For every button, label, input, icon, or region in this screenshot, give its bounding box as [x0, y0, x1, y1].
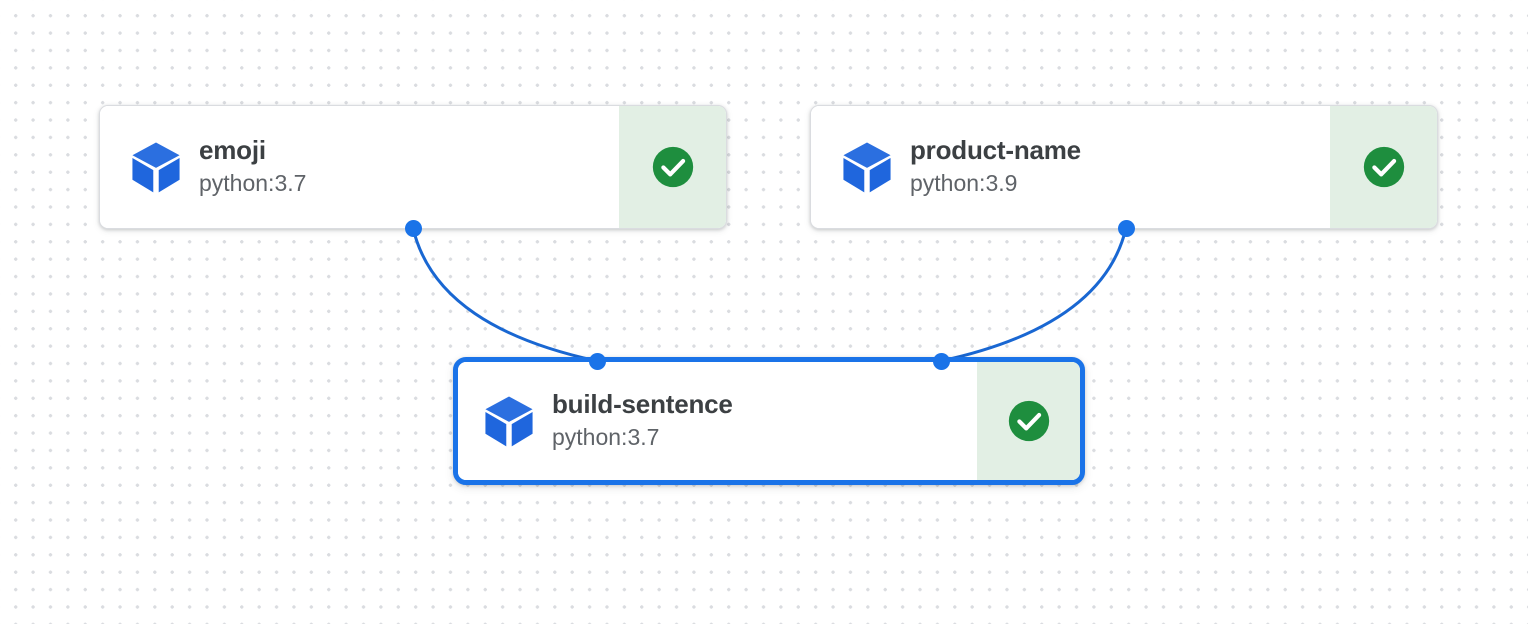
node-title: product-name	[910, 135, 1081, 166]
node-title: build-sentence	[552, 389, 733, 420]
node-emoji[interactable]: emoji python:3.7	[99, 105, 727, 229]
node-product-name[interactable]: product-name python:3.9	[810, 105, 1438, 229]
node-subtitle: python:3.7	[199, 169, 307, 196]
node-status-panel	[977, 362, 1080, 480]
node-subtitle: python:3.7	[552, 423, 660, 450]
node-product-name-text: product-name python:3.9	[910, 135, 1081, 199]
node-status-panel	[619, 106, 726, 228]
node-build-sentence-body[interactable]: build-sentence python:3.7	[458, 362, 977, 480]
node-title: emoji	[199, 135, 266, 166]
node-emoji-body[interactable]: emoji python:3.7	[100, 106, 619, 228]
edge-emoji-to-build-sentence	[411, 226, 599, 363]
cube-icon	[480, 392, 538, 450]
node-build-sentence-text: build-sentence python:3.7	[552, 389, 733, 453]
edge-product-name-to-build-sentence	[939, 226, 1128, 363]
node-emoji-text: emoji python:3.7	[199, 135, 306, 199]
handle-build-sentence-input-right[interactable]	[932, 352, 950, 370]
node-status-panel	[1330, 106, 1437, 228]
check-circle-icon	[1008, 400, 1049, 442]
handle-build-sentence-input-left[interactable]	[588, 352, 606, 370]
cube-icon	[127, 138, 185, 196]
node-build-sentence[interactable]: build-sentence python:3.7	[453, 357, 1085, 485]
check-circle-icon	[652, 146, 693, 188]
node-product-name-body[interactable]: product-name python:3.9	[811, 106, 1330, 228]
handle-emoji-output[interactable]	[404, 219, 422, 237]
handle-product-name-output[interactable]	[1117, 219, 1135, 237]
check-circle-icon	[1363, 146, 1404, 188]
node-subtitle: python:3.9	[910, 169, 1018, 196]
cube-icon	[838, 138, 896, 196]
